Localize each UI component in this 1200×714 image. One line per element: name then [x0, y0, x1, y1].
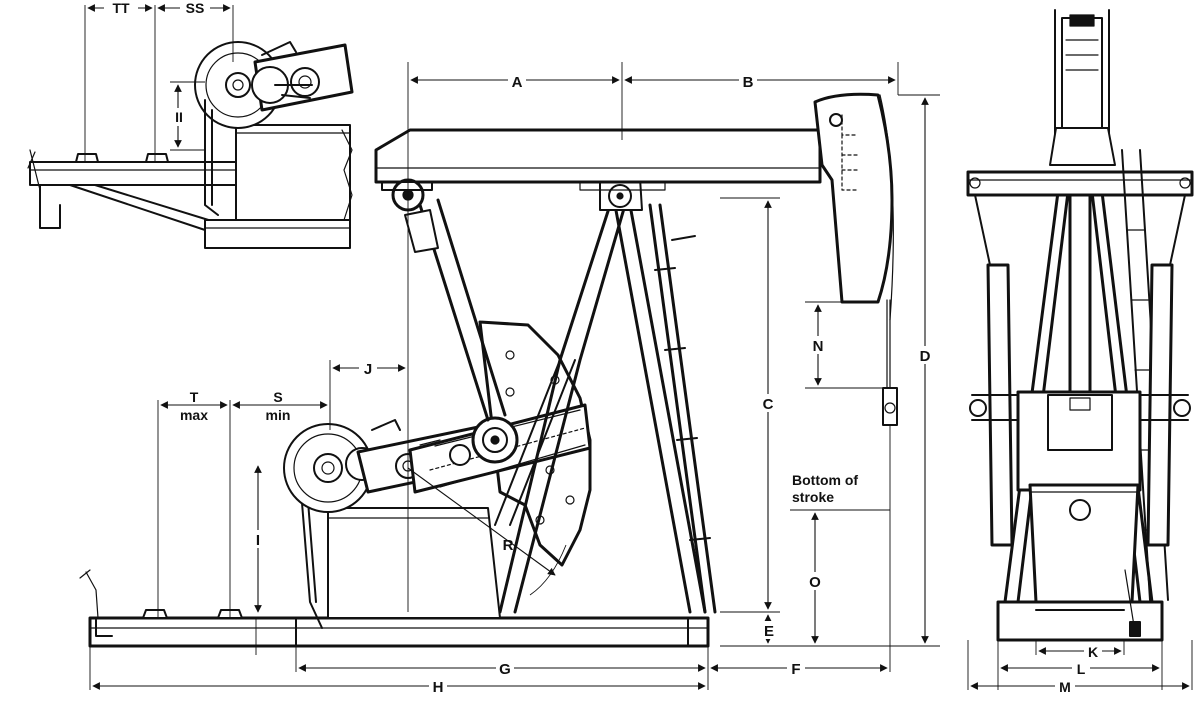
label-b: B	[743, 74, 754, 91]
label-m: M	[1059, 679, 1071, 695]
label-t: T	[190, 389, 199, 405]
label-e: E	[764, 623, 774, 640]
inset-detail-drawing	[27, 41, 354, 249]
label-j: J	[364, 361, 372, 378]
label-o: O	[809, 574, 821, 591]
label-s: S	[273, 389, 282, 405]
label-k: K	[1088, 644, 1098, 660]
label-max: max	[180, 407, 208, 423]
label-d: D	[920, 348, 931, 365]
dimension-labels: TT SS II A B J T max S min I R C E N Bot…	[104, 0, 1102, 696]
label-bottom-of-stroke-line1: Bottom of	[792, 472, 858, 488]
label-min: min	[266, 407, 291, 423]
label-f: F	[791, 661, 800, 678]
end-view-drawing	[966, 9, 1194, 642]
label-r: R	[503, 537, 514, 554]
label-l: L	[1077, 661, 1086, 677]
label-i: I	[256, 532, 260, 549]
label-tt: TT	[112, 0, 130, 16]
side-view-drawing	[79, 92, 898, 648]
label-ss: SS	[186, 0, 205, 16]
label-a: A	[512, 74, 523, 91]
label-g: G	[499, 661, 511, 678]
label-h: H	[433, 679, 444, 696]
label-c: C	[763, 396, 774, 413]
label-n: N	[813, 338, 824, 355]
label-ii: II	[175, 109, 183, 125]
label-bottom-of-stroke-line2: stroke	[792, 489, 834, 505]
